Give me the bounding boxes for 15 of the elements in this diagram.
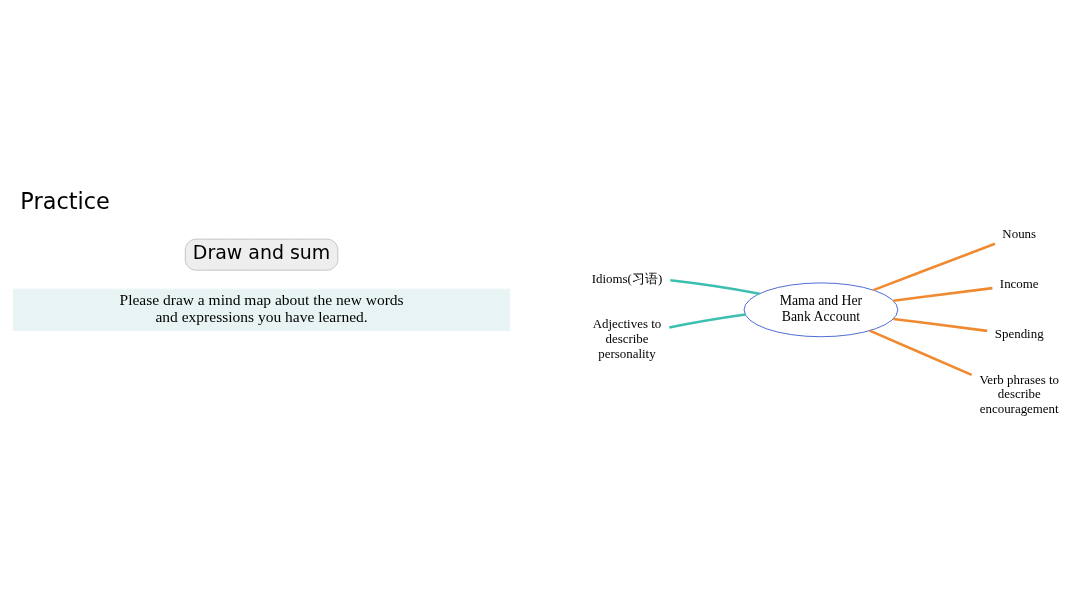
diagram-title: Practice [20,187,110,214]
connector [669,313,746,329]
connector [893,286,993,302]
node-text: Spending [994,325,1044,341]
node-text: Verb phrases to describe encouragement [979,371,1060,416]
connector [670,279,760,295]
node-text: Idioms(习语) [591,270,663,286]
node-text: Nouns [1002,225,1037,241]
connector [872,242,996,292]
node-box: Draw and sum [184,238,339,271]
node-ellipse: Mama and Her Bank Account [743,282,899,338]
connector [893,317,988,333]
node-text: Adjectives to describe personality [592,316,662,361]
node-text: Income [999,275,1039,291]
connector [869,329,973,377]
